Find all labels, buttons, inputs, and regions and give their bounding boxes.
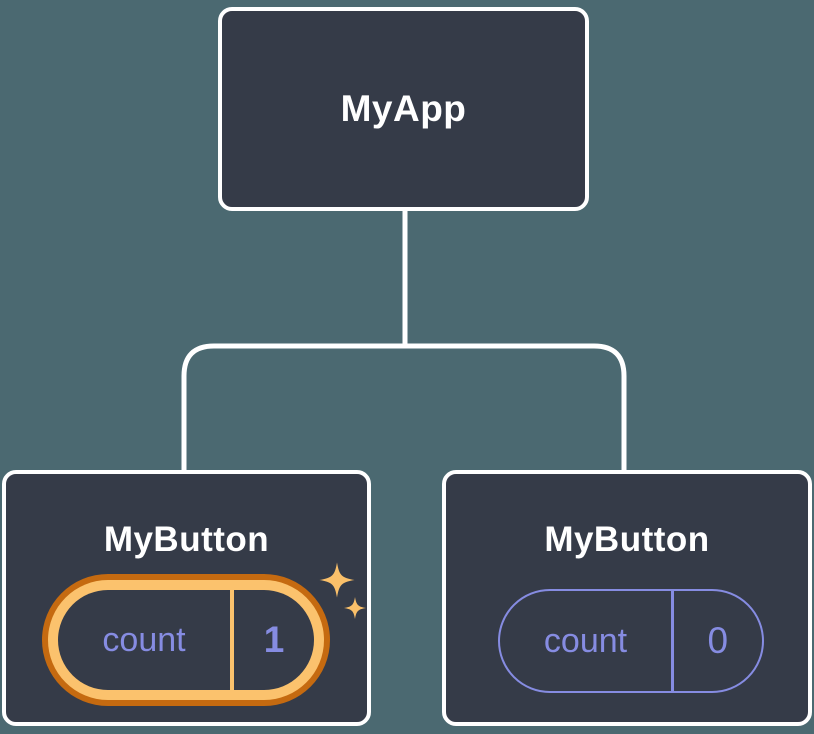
node-title: MyButton — [544, 520, 710, 559]
root-node-myapp: MyApp — [218, 7, 589, 211]
pill-divider — [671, 591, 674, 691]
child-node-mybutton-left: MyButton count 1 — [2, 470, 371, 726]
pill-divider — [230, 590, 234, 690]
root-node-label: MyApp — [340, 88, 467, 129]
state-pill: count 1 — [58, 590, 314, 690]
child-node-mybutton-right: MyButton count 0 — [442, 470, 812, 726]
state-pill: count 0 — [498, 589, 764, 693]
state-pill-highlight-ring-inner: count 1 — [48, 580, 324, 700]
state-pill-highlight-ring: count 1 — [42, 574, 330, 706]
state-value: 0 — [707, 620, 729, 661]
state-name-label: count — [543, 621, 628, 660]
node-title: MyButton — [103, 520, 270, 559]
state-value: 1 — [263, 619, 285, 660]
state-name-label: count — [102, 620, 186, 659]
sparkles-icon — [319, 562, 366, 619]
